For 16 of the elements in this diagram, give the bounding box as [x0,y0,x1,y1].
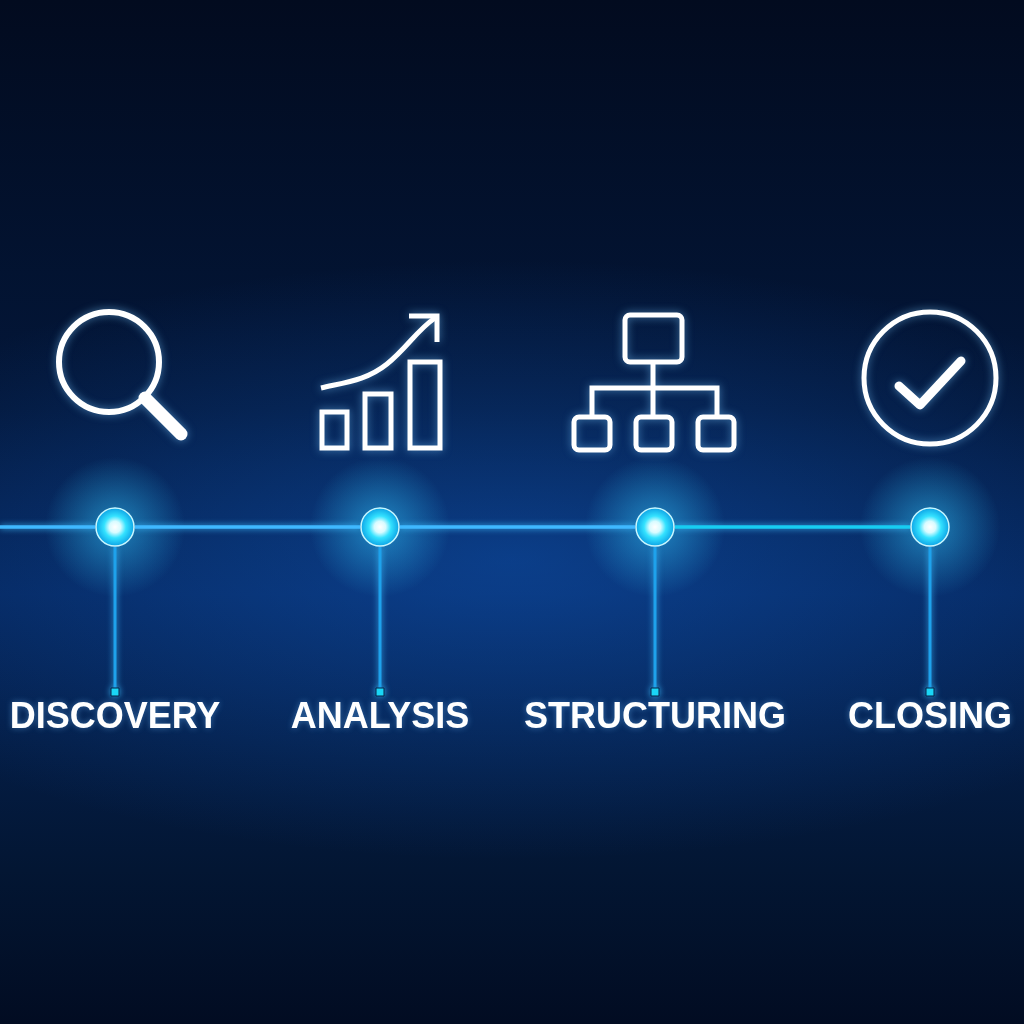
stage-label: STRUCTURING [524,698,786,734]
leader-line [650,547,660,697]
timeline-line [400,525,635,529]
leader-line [375,547,385,697]
stage-label: DISCOVERY [9,698,221,734]
glowing-dot [95,507,135,547]
stage-label: CLOSING [848,698,1012,734]
leader-line [110,547,120,697]
glowing-dot [635,507,675,547]
timeline-line [675,525,910,529]
glowing-dot [360,507,400,547]
stage-label: ANALYSIS [290,698,470,734]
glowing-dot [910,507,950,547]
leader-line [925,547,935,697]
timeline-line [0,525,95,529]
timeline-line [135,525,360,529]
